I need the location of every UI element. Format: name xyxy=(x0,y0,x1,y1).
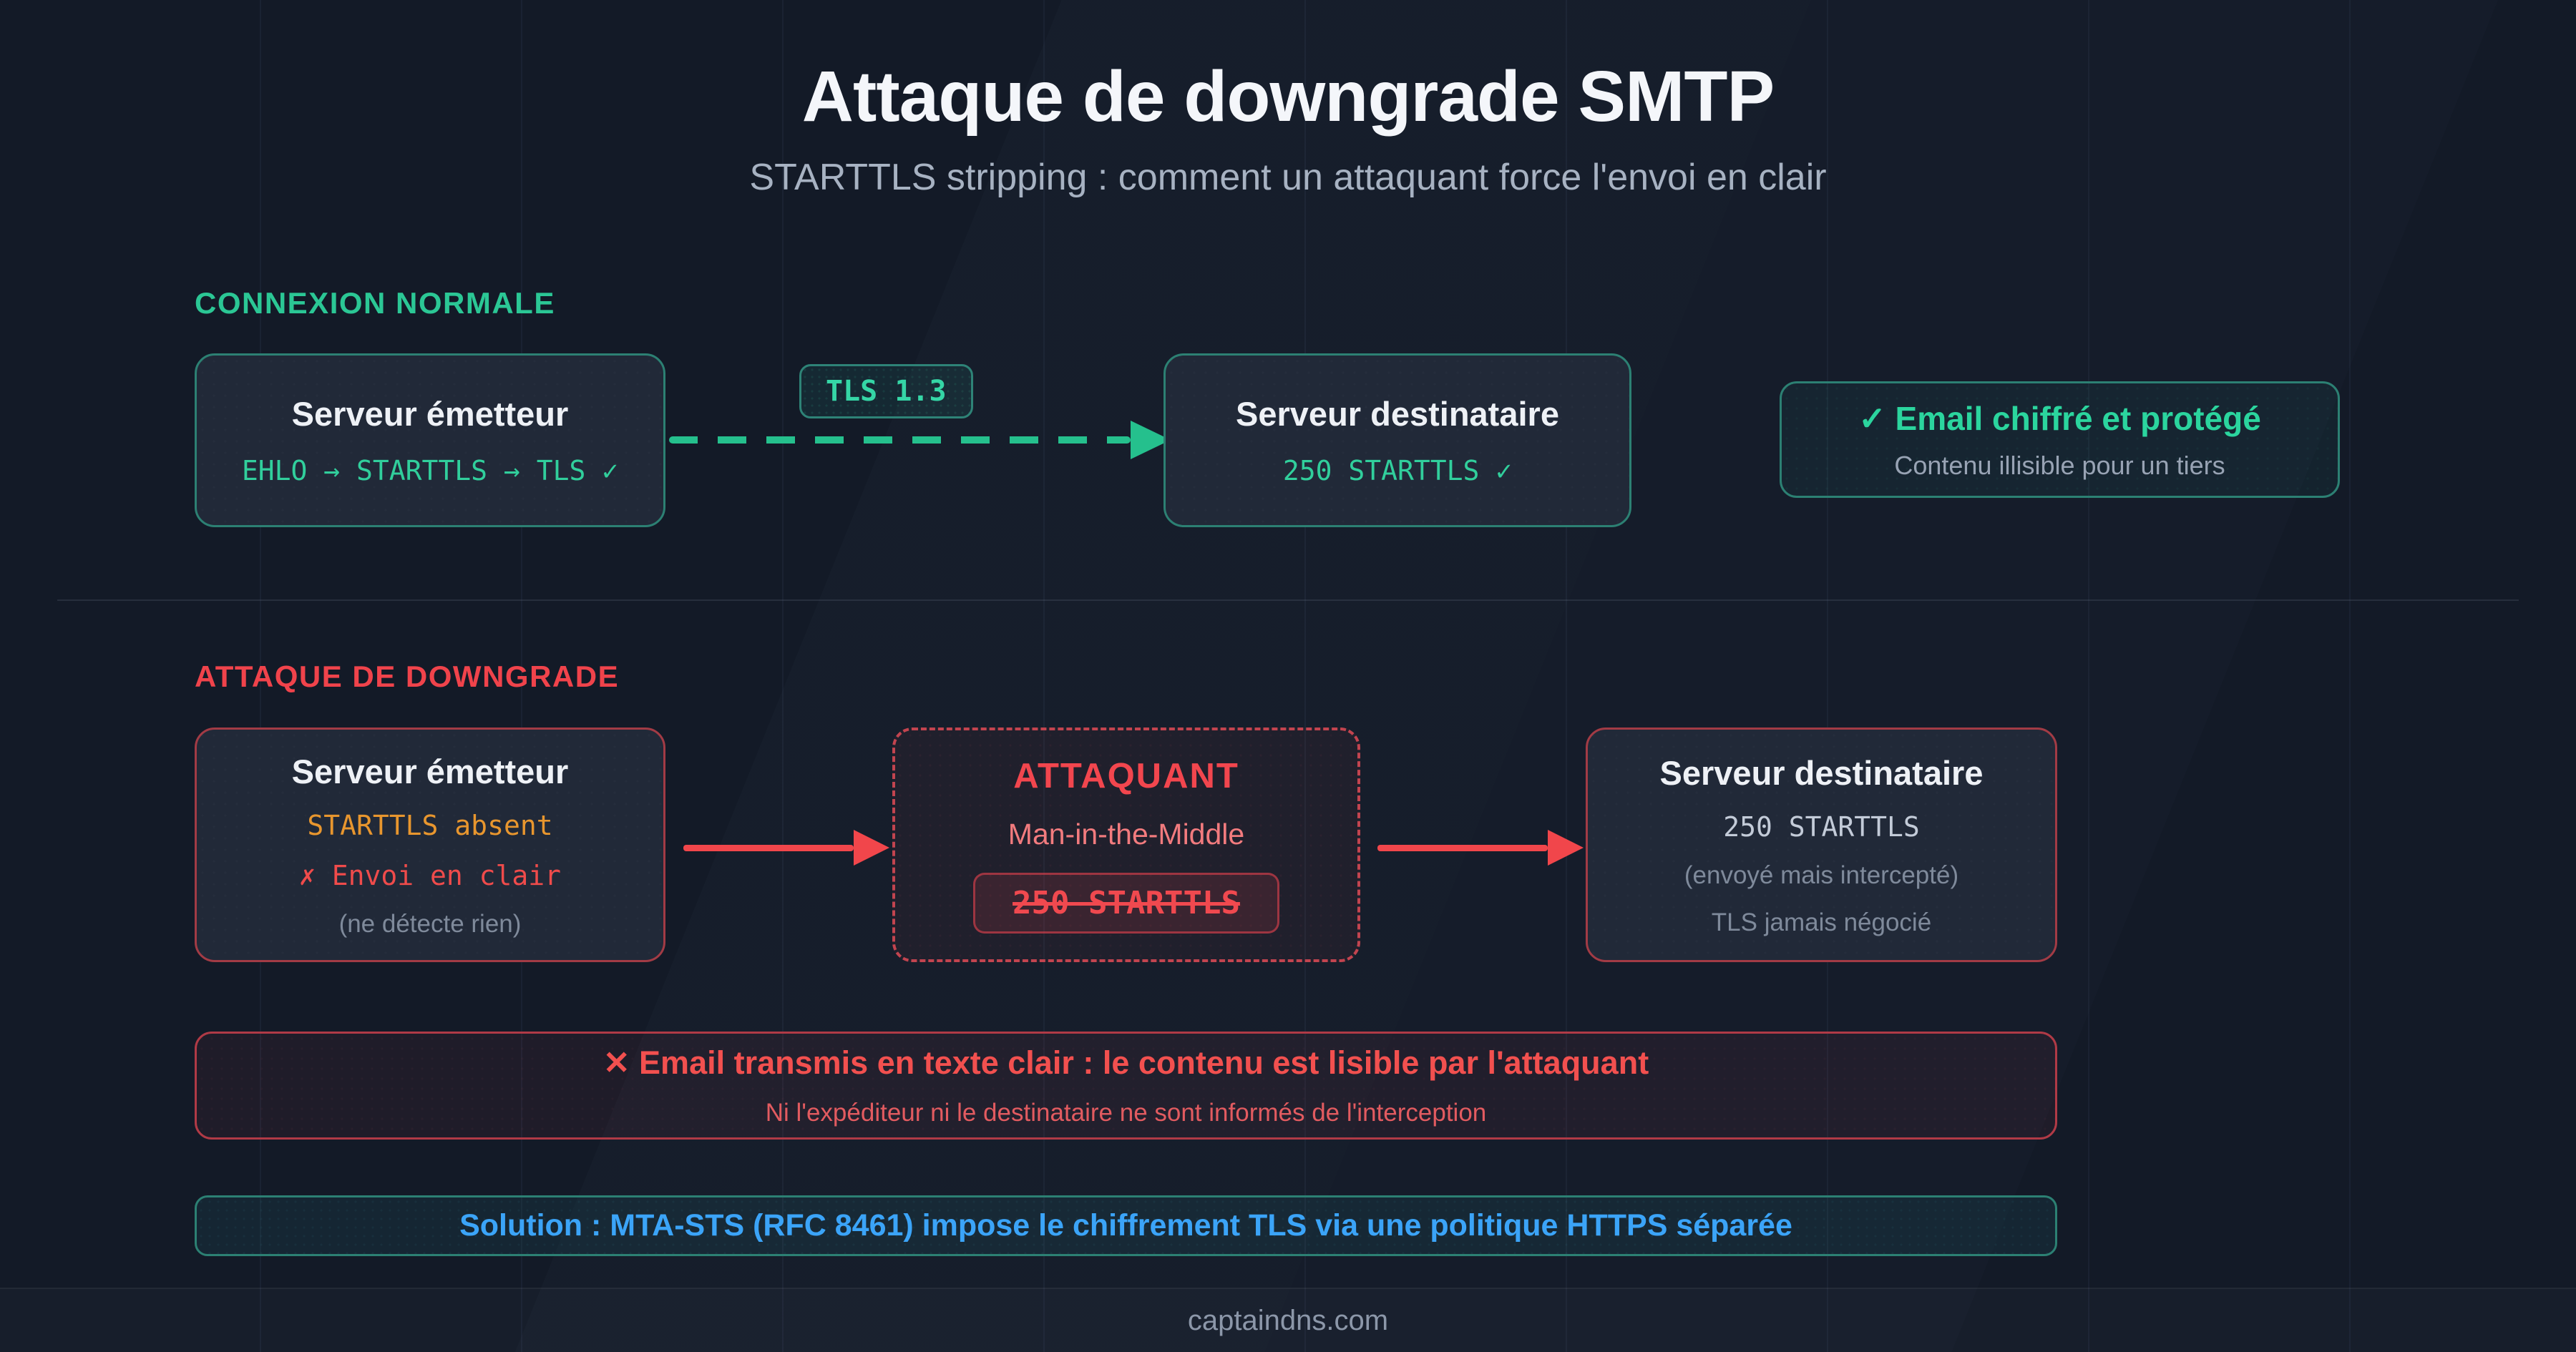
tls-version-badge: TLS 1.3 xyxy=(799,364,973,418)
stripped-starttls-badge: 250 STARTTLS xyxy=(973,873,1279,934)
normal-sender-box: Serveur émetteur EHLO → STARTTLS → TLS ✓ xyxy=(195,353,665,527)
page-title: Attaque de downgrade SMTP xyxy=(801,57,1775,137)
mta-sts-solution-text: Solution : MTA-STS (RFC 8461) impose le … xyxy=(459,1208,1792,1243)
secure-outcome-text: Email chiffré et protégé xyxy=(1895,399,2261,437)
arrow-head-icon xyxy=(854,830,889,866)
attack-sender-box: Serveur émetteur STARTTLS absent ✗ Envoi… xyxy=(195,728,665,962)
mta-sts-solution-box: Solution : MTA-STS (RFC 8461) impose le … xyxy=(195,1195,2057,1256)
attacker-box: ATTAQUANT Man-in-the-Middle 250 STARTTLS xyxy=(892,728,1360,962)
attack-receiver-no-tls-note: TLS jamais négocié xyxy=(1711,908,1932,936)
cleartext-warning-text: Email transmis en texte clair : le conte… xyxy=(639,1044,1649,1081)
attack-receiver-code: 250 STARTTLS xyxy=(1723,810,1920,843)
normal-receiver-title: Serveur destinataire xyxy=(1236,395,1559,433)
solid-arrow-line xyxy=(1377,844,1548,851)
cleartext-warning-subtitle: Ni l'expéditeur ni le destinataire ne so… xyxy=(765,1099,1487,1127)
attack-arrow-left xyxy=(683,830,889,866)
cleartext-warning-title: ✕ Email transmis en texte clair : le con… xyxy=(603,1044,1649,1082)
solid-arrow-line xyxy=(683,844,854,851)
section-divider xyxy=(57,599,2519,601)
attacker-subtitle: Man-in-the-Middle xyxy=(1008,818,1245,851)
normal-receiver-box: Serveur destinataire 250 STARTTLS ✓ xyxy=(1163,353,1631,527)
normal-sender-title: Serveur émetteur xyxy=(291,395,569,433)
attack-sender-title: Serveur émetteur xyxy=(291,752,569,790)
normal-sender-code: EHLO → STARTTLS → TLS ✓ xyxy=(241,455,619,486)
check-icon: ✓ xyxy=(1858,399,1886,437)
attack-sender-note: (ne détecte rien) xyxy=(338,909,522,938)
attack-receiver-intercepted-note: (envoyé mais intercepté) xyxy=(1684,861,1959,889)
cleartext-warning-box: ✕ Email transmis en texte clair : le con… xyxy=(195,1032,2057,1140)
arrow-head-icon xyxy=(1548,830,1584,866)
cross-icon: ✕ xyxy=(602,1044,630,1081)
encrypted-connection-arrow xyxy=(669,421,1172,459)
attack-arrow-right xyxy=(1377,830,1584,866)
normal-receiver-code: 250 STARTTLS ✓ xyxy=(1282,455,1513,486)
secure-outcome-box: ✓ Email chiffré et protégé Contenu illis… xyxy=(1780,381,2340,498)
secure-outcome-subtitle: Contenu illisible pour un tiers xyxy=(1894,450,2225,480)
ballot-x-icon: ✗ xyxy=(298,859,316,891)
attack-receiver-title: Serveur destinataire xyxy=(1659,753,1984,792)
attack-sender-cleartext-text: Envoi en clair xyxy=(331,859,562,891)
footer: captaindns.com xyxy=(0,1288,2576,1352)
section-label-downgrade-attack: ATTAQUE DE DOWNGRADE xyxy=(195,660,620,693)
attack-receiver-box: Serveur destinataire 250 STARTTLS (envoy… xyxy=(1586,728,2057,962)
secure-outcome-title: ✓ Email chiffré et protégé xyxy=(1858,399,2261,438)
page-subtitle: STARTTLS stripping : comment un attaquan… xyxy=(749,157,1827,198)
attack-sender-cleartext-line: ✗ Envoi en clair xyxy=(299,860,561,891)
attack-sender-starttls-absent: STARTTLS absent xyxy=(307,809,553,841)
attacker-title: ATTAQUANT xyxy=(1013,757,1239,795)
dashed-arrow-line xyxy=(669,436,1131,444)
section-label-normal-connection: CONNEXION NORMALE xyxy=(195,286,555,320)
footer-domain: captaindns.com xyxy=(1187,1304,1389,1336)
